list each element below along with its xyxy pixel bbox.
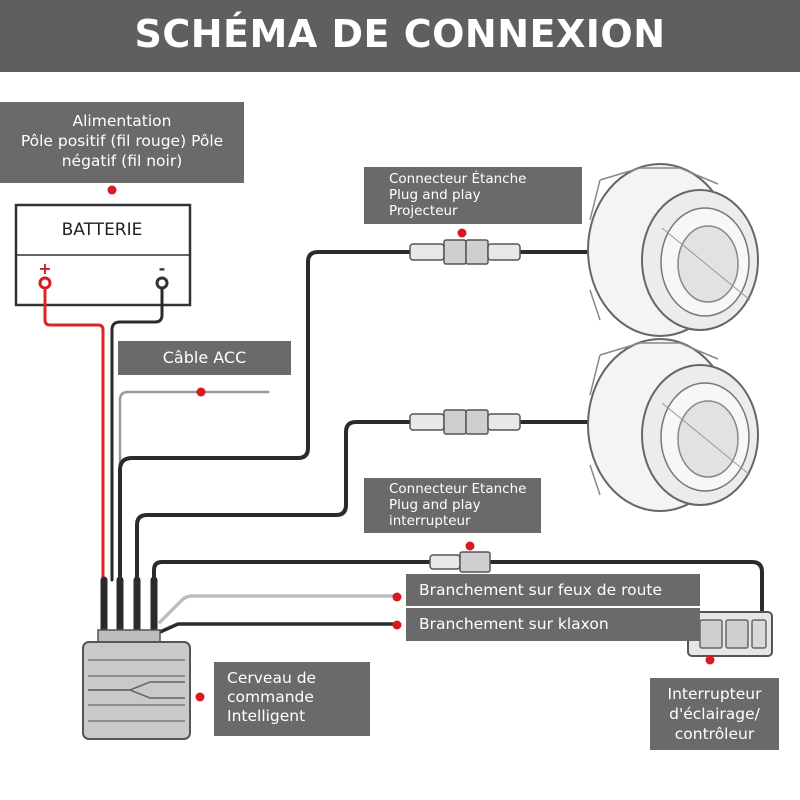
- label-line: Connecteur Étanche: [389, 171, 527, 187]
- page-title: SCHÉMA DE CONNEXION: [134, 12, 666, 56]
- label-line: Cerveau de: [227, 669, 317, 687]
- switch-connector-label: Connecteur Etanche Plug and play interru…: [364, 478, 541, 533]
- projector-lamp-icon: [587, 338, 759, 512]
- label-line: contrôleur: [674, 725, 755, 743]
- control-brain-label: Cerveau de commande Intelligent: [214, 662, 370, 736]
- high-beam-label: Branchement sur feux de route: [406, 574, 700, 606]
- label-line: commande: [227, 688, 314, 706]
- power-supply-label: Alimentation Pôle positif (fil rouge) Pô…: [0, 102, 244, 183]
- label-line: Interrupteur: [667, 685, 762, 703]
- projector-connector-label: Connecteur Étanche Plug and play Project…: [364, 167, 582, 224]
- label-line: négatif (fil noir): [61, 152, 183, 170]
- label-line: Pôle positif (fil rouge) Pôle: [20, 132, 224, 150]
- switch-panel-icon: [687, 611, 773, 657]
- connector-icon: [409, 409, 521, 435]
- label-line: Plug and play: [389, 187, 481, 203]
- svg-text:-: -: [159, 259, 166, 278]
- acc-cable-label: Câble ACC: [118, 341, 291, 375]
- connector-icon: [429, 551, 491, 573]
- horn-label: Branchement sur klaxon: [406, 608, 700, 641]
- marker-dots: [107, 185, 715, 702]
- light-switch-label: Interrupteur d'éclairage/ contrôleur: [650, 678, 779, 750]
- label-line: Projecteur: [389, 203, 458, 219]
- control-module-icon: [82, 629, 191, 740]
- label-line: d'éclairage/: [669, 705, 760, 723]
- header-bar: SCHÉMA DE CONNEXION: [0, 0, 800, 72]
- label-line: Plug and play: [389, 497, 481, 513]
- label-line: interrupteur: [389, 513, 471, 529]
- projector-lamp-icon: [587, 163, 759, 337]
- label-line: Intelligent: [227, 707, 306, 725]
- label-line: Connecteur Etanche: [389, 481, 527, 497]
- battery-label: BATTERIE: [61, 220, 143, 240]
- label-line: Alimentation: [72, 112, 172, 130]
- svg-text:+: +: [38, 259, 51, 278]
- wires: [43, 250, 764, 640]
- connector-icon: [409, 239, 521, 265]
